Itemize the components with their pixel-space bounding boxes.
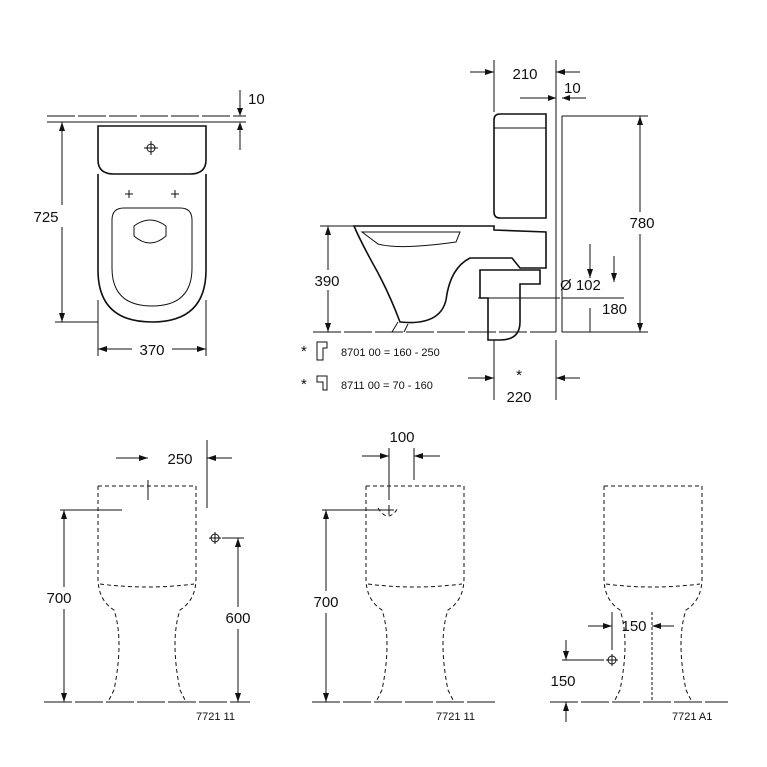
dim-700-b: 700 [313,594,338,611]
top-view: 725 370 10 [30,90,265,359]
dim-370: 370 [139,342,164,359]
accessory-2: 8711 00 = 70 - 160 [341,380,433,392]
dim-180: 180 [602,301,627,318]
side-view: 210 10 780 390 Ø 102 180 * 220 [301,60,664,406]
pipe-bend-icon [316,341,328,361]
dim-150-v: 150 [550,673,575,690]
accessory-1: 8701 00 = 160 - 250 [341,347,440,359]
dim-700-a: 700 [46,590,71,607]
pipe-offset-icon [316,375,328,391]
bowl-outline [97,174,207,323]
dim-150-h: 150 [621,618,646,635]
front-view-1: 250 700 600 7721 11 [40,440,258,723]
dim-780: 780 [629,215,654,232]
dim-10-top: 10 [248,91,265,108]
dim-10-side: 10 [564,80,581,97]
outlet-pipe [479,269,541,341]
front-view-2: 100 700 7721 11 [306,429,496,723]
dim-diameter: Ø 102 [560,277,601,294]
front-outline [97,485,197,703]
dim-600: 600 [225,610,250,627]
dim-250: 250 [167,451,192,468]
product-code-3: 7721 A1 [672,711,712,723]
front-outline [603,485,703,703]
side-cistern [493,113,547,219]
cistern-outline [97,125,207,175]
accessory-star-1: * [301,343,307,360]
dim-220: 220 [506,389,531,406]
seat-outline [111,207,193,307]
product-code-2: 7721 11 [436,711,475,723]
product-code-1: 7721 11 [196,711,235,723]
star-220: * [516,367,522,384]
front-outline [365,485,465,703]
side-bowl [352,225,547,324]
front-view-3: 150 150 7721 A1 [550,485,728,723]
dim-100: 100 [389,429,414,446]
dim-210: 210 [512,66,537,83]
dim-390: 390 [314,273,339,290]
accessory-star-2: * [301,376,307,393]
dim-725: 725 [33,209,58,226]
